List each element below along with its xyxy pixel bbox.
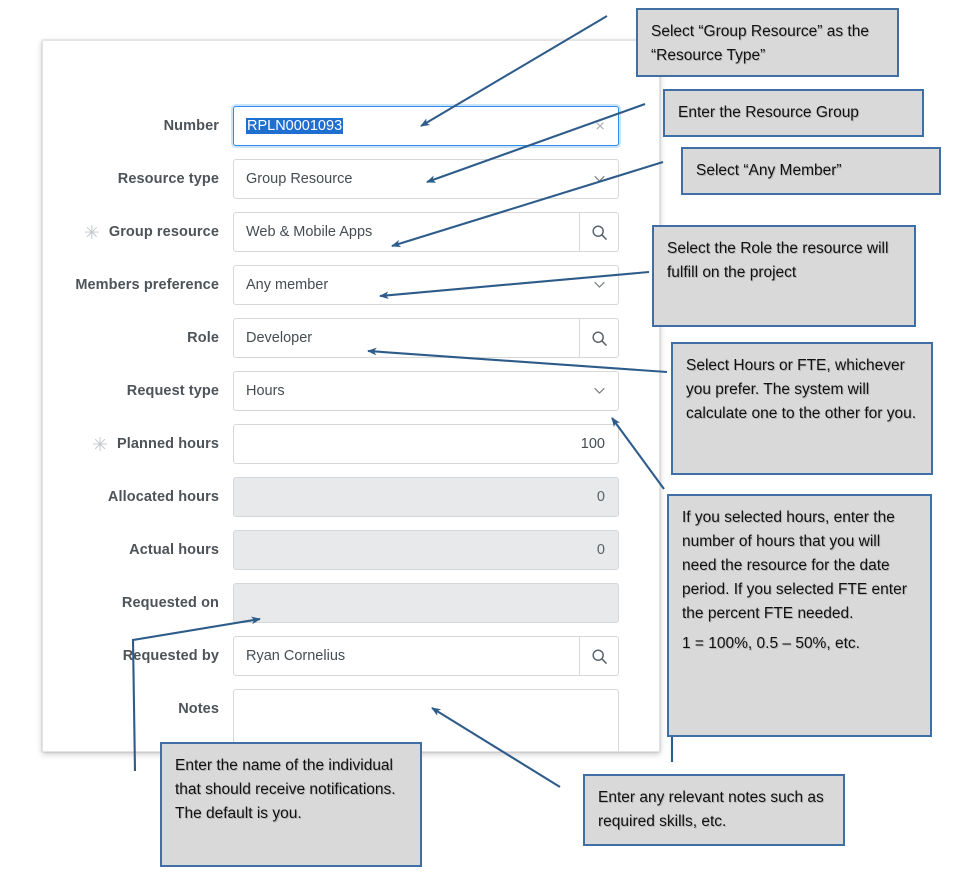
- field-role[interactable]: Developer: [233, 318, 580, 358]
- callout-role: Select the Role the resource will fulfil…: [652, 225, 916, 327]
- field-label-requested-by: Requested by: [122, 648, 219, 664]
- field-value-request-type: Hours: [246, 383, 285, 399]
- field-value-requested-by: Ryan Cornelius: [246, 648, 346, 664]
- callout-resource-type: Select “Group Resource” as the “Resource…: [636, 8, 899, 77]
- label-cell-planned-hours: ✳ Planned hours: [43, 434, 233, 456]
- callout-notes: Enter any relevant notes such as require…: [583, 774, 845, 846]
- field-label-group-resource: Group resource: [108, 224, 219, 240]
- field-wrap-resource-type: Group Resource: [233, 159, 619, 199]
- field-value-planned-hours: 100: [580, 436, 605, 452]
- label-cell-allocated-hours: Allocated hours: [43, 489, 233, 505]
- form-row-number: Number RPLN0001093 ×: [43, 106, 619, 146]
- field-wrap-requested-on: [233, 583, 619, 623]
- field-label-role: Role: [187, 330, 219, 346]
- field-wrap-request-type: Hours: [233, 371, 619, 411]
- field-resource-type[interactable]: Group Resource: [233, 159, 619, 199]
- field-label-notes: Notes: [178, 701, 219, 717]
- search-glyph: [591, 224, 607, 240]
- field-planned-hours[interactable]: 100: [233, 424, 619, 464]
- field-label-allocated-hours: Allocated hours: [107, 489, 219, 505]
- field-wrap-role: Developer: [233, 318, 619, 358]
- callout-request-type: Select Hours or FTE, whichever you prefe…: [671, 342, 933, 475]
- callout-members-preference: Select “Any Member”: [681, 147, 941, 195]
- field-label-actual-hours: Actual hours: [129, 542, 219, 558]
- field-label-planned-hours: Planned hours: [116, 436, 219, 452]
- field-group-resource[interactable]: Web & Mobile Apps: [233, 212, 580, 252]
- field-value-number: RPLN0001093: [246, 118, 606, 134]
- field-allocated-hours: 0: [233, 477, 619, 517]
- field-members-preference[interactable]: Any member: [233, 265, 619, 305]
- form-row-allocated-hours: Allocated hours 0: [43, 477, 619, 517]
- callout-paragraph: Select the Role the resource will fulfil…: [667, 240, 889, 282]
- label-cell-actual-hours: Actual hours: [43, 542, 233, 558]
- callout-requested-by: Enter the name of the individual that sh…: [160, 742, 422, 867]
- field-wrap-planned-hours: 100: [233, 424, 619, 464]
- field-wrap-requested-by: Ryan Cornelius: [233, 636, 619, 676]
- callout-paragraph: Enter the Resource Group: [678, 104, 859, 121]
- field-wrap-number: RPLN0001093 ×: [233, 106, 619, 146]
- form-row-members-preference: Members preference Any member: [43, 265, 619, 305]
- field-label-number: Number: [163, 118, 219, 134]
- form-row-requested-on: Requested on: [43, 583, 619, 623]
- form-row-requested-by: Requested by Ryan Cornelius: [43, 636, 619, 676]
- field-value-resource-type: Group Resource: [246, 171, 353, 187]
- search-glyph: [591, 648, 607, 664]
- label-cell-requested-on: Requested on: [43, 595, 233, 611]
- label-cell-members-preference: Members preference: [43, 277, 233, 293]
- search-glyph: [591, 330, 607, 346]
- field-value-role: Developer: [246, 330, 313, 346]
- resource-plan-form: Number RPLN0001093 × Resource type Group Res…: [42, 40, 660, 752]
- callout-paragraph: Select “Any Member”: [696, 162, 842, 179]
- field-wrap-group-resource: Web & Mobile Apps: [233, 212, 619, 252]
- field-wrap-members-preference: Any member: [233, 265, 619, 305]
- label-cell-request-type: Request type: [43, 383, 233, 399]
- field-label-members-preference: Members preference: [75, 277, 219, 293]
- field-requested-by[interactable]: Ryan Cornelius: [233, 636, 580, 676]
- label-cell-role: Role: [43, 330, 233, 346]
- field-value-group-resource: Web & Mobile Apps: [246, 224, 373, 240]
- form-row-group-resource: ✳ Group resource Web & Mobile Apps: [43, 212, 619, 252]
- required-asterisk-icon: ✳: [92, 434, 108, 456]
- field-value-allocated-hours: 0: [596, 489, 605, 505]
- callout-paragraph: If you selected hours, enter the number …: [682, 509, 907, 623]
- callout-paragraph: Enter any relevant notes such as require…: [598, 789, 824, 831]
- field-label-resource-type: Resource type: [117, 171, 219, 187]
- field-wrap-actual-hours: 0: [233, 530, 619, 570]
- field-actual-hours: 0: [233, 530, 619, 570]
- search-icon-button-role[interactable]: [580, 318, 619, 358]
- field-label-request-type: Request type: [126, 383, 219, 399]
- label-cell-requested-by: Requested by: [43, 648, 233, 664]
- label-cell-notes: Notes: [43, 689, 233, 729]
- field-label-requested-on: Requested on: [121, 595, 219, 611]
- field-request-type[interactable]: Hours: [233, 371, 619, 411]
- label-cell-number: Number: [43, 118, 233, 134]
- form-row-role: Role Developer: [43, 318, 619, 358]
- callout-planned-hours: If you selected hours, enter the number …: [667, 494, 932, 737]
- form-row-planned-hours: ✳ Planned hours 100: [43, 424, 619, 464]
- label-cell-resource-type: Resource type: [43, 171, 233, 187]
- required-asterisk-icon: ✳: [83, 222, 100, 244]
- callout-group-resource: Enter the Resource Group: [663, 89, 924, 137]
- label-cell-group-resource: ✳ Group resource: [43, 222, 233, 244]
- clear-icon[interactable]: ×: [595, 116, 605, 136]
- selected-text: RPLN0001093: [246, 118, 344, 134]
- callout-paragraph: Select Hours or FTE, whichever you prefe…: [686, 357, 917, 423]
- field-number[interactable]: RPLN0001093 ×: [233, 106, 619, 146]
- field-wrap-allocated-hours: 0: [233, 477, 619, 517]
- search-icon-button-group-resource[interactable]: [580, 212, 619, 252]
- field-requested-on: [233, 583, 619, 623]
- field-value-actual-hours: 0: [596, 542, 605, 558]
- form-row-resource-type: Resource type Group Resource: [43, 159, 619, 199]
- search-icon-button-requested-by[interactable]: [580, 636, 619, 676]
- callout-paragraph: Select “Group Resource” as the “Resource…: [651, 23, 869, 65]
- field-value-members-preference: Any member: [246, 277, 329, 293]
- form-row-request-type: Request type Hours: [43, 371, 619, 411]
- callout-paragraph: Enter the name of the individual that sh…: [175, 757, 396, 823]
- callout-paragraph: 1 = 100%, 0.5 – 50%, etc.: [682, 635, 860, 653]
- form-row-actual-hours: Actual hours 0: [43, 530, 619, 570]
